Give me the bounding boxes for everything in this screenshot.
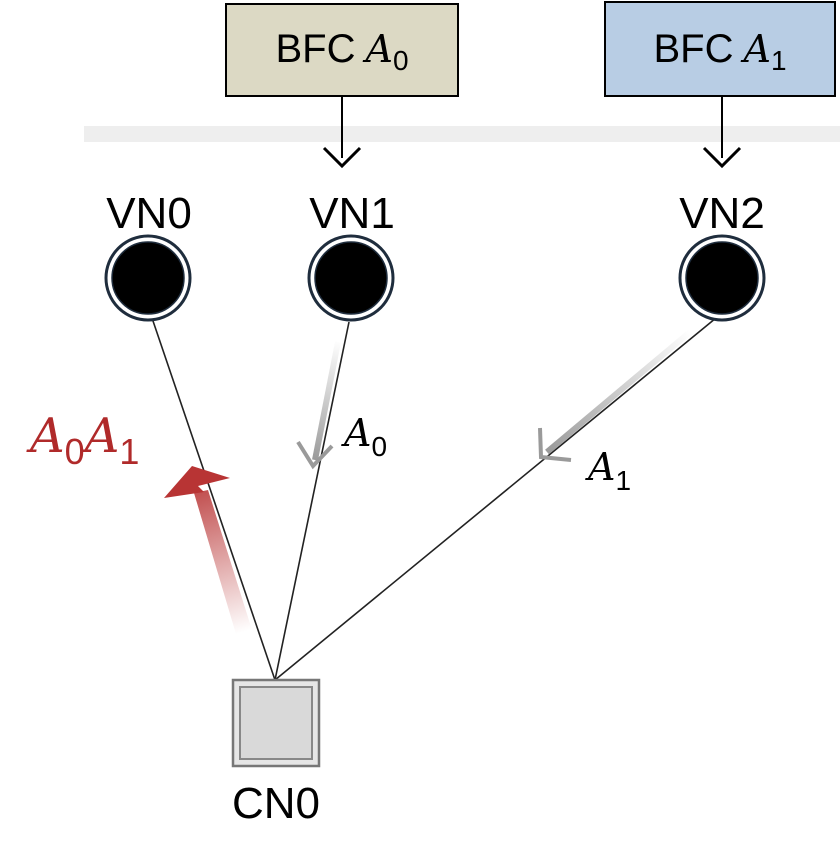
- check-node-cn0: [231, 678, 321, 768]
- message-label-vn2: A1: [585, 445, 631, 496]
- variable-node-vn0-label: VN0: [106, 189, 192, 238]
- message-label-out: A0A1: [26, 408, 139, 472]
- variable-node-vn2-label: VN2: [679, 189, 765, 238]
- message-label-vn1: A0: [341, 411, 387, 462]
- message-arrow-vn2: [538, 329, 692, 462]
- bfc-box-a1-rect: [604, 1, 836, 97]
- edge-vn1-cn0: [274, 321, 350, 681]
- separator-band: [84, 126, 840, 142]
- bfc-box-a0-rect: [225, 3, 459, 97]
- message-arrow-vn1: [296, 341, 341, 470]
- variable-node-vn0: [104, 234, 192, 322]
- bfc-a1-to-vn2-arrow: [702, 96, 742, 169]
- edge-vn2-cn0: [274, 317, 717, 681]
- message-arrow-out: [164, 466, 252, 634]
- check-node-cn0-label: CN0: [232, 779, 320, 828]
- variable-node-vn1-label: VN1: [309, 189, 395, 238]
- edge-vn0-cn0: [151, 317, 276, 681]
- variable-node-vn1: [307, 234, 395, 322]
- bfc-a0-to-vn1-arrow: [322, 96, 362, 169]
- variable-node-vn2: [678, 234, 766, 322]
